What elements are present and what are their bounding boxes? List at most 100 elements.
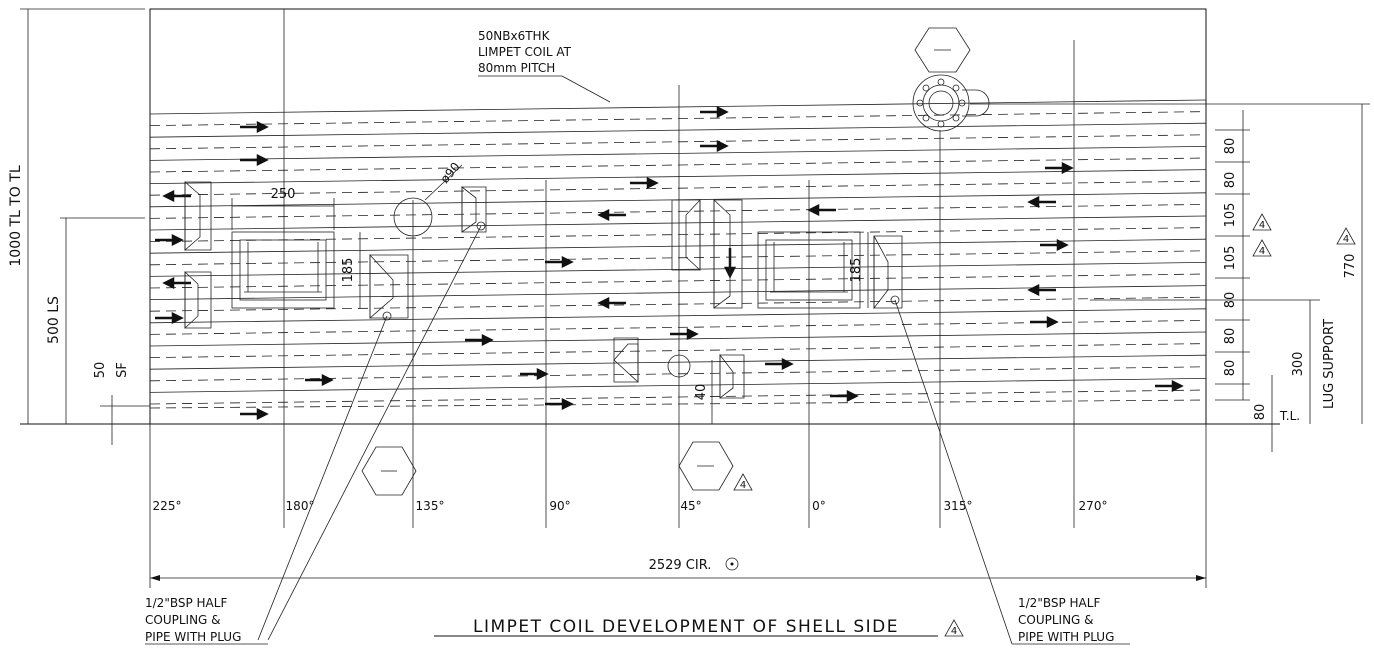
flow-arrow — [155, 311, 184, 325]
pitch-2: 80 — [1223, 172, 1238, 189]
coupling-note-right-3: PIPE WITH PLUG — [1018, 630, 1114, 644]
coil-line — [149, 273, 1207, 289]
coil-line — [149, 157, 1207, 173]
coil-end-pads — [184, 181, 903, 399]
hexagon-marks — [361, 27, 971, 496]
flow-arrow — [162, 276, 191, 290]
hole-dia-label: ø90 — [438, 160, 463, 186]
flow-arrow — [597, 296, 626, 310]
flow-arrow — [700, 139, 729, 153]
rev-mark-3: 4 — [1259, 246, 1265, 257]
flow-arrow — [1027, 195, 1056, 209]
revision-markers — [733, 213, 1356, 637]
flow-arrow — [1027, 283, 1056, 297]
nozzle-flange — [912, 74, 990, 132]
coil-line — [149, 296, 1207, 312]
coil-line — [149, 331, 1207, 347]
flow-arrow — [465, 333, 494, 347]
coil-line — [149, 146, 1207, 161]
coil-line — [149, 250, 1207, 266]
flow-arrow — [162, 189, 191, 203]
pitch-dimension-stack — [1215, 110, 1250, 401]
pitch-6: 80 — [1223, 328, 1238, 345]
coil-bottom-line — [149, 399, 1207, 409]
flow-arrow — [305, 373, 334, 387]
coil-line — [149, 227, 1207, 242]
angle-180: 180° — [286, 499, 315, 513]
flow-arrow — [1155, 379, 1184, 393]
circumference-dim: 2529 CIR. — [649, 558, 712, 573]
flow-arrow — [520, 367, 549, 381]
flow-arrow — [700, 105, 729, 119]
pad-width-dim: 250 — [271, 187, 296, 202]
flow-arrow — [545, 397, 574, 411]
flow-arrow — [597, 208, 626, 222]
coil-line — [149, 308, 1207, 324]
flow-arrow — [240, 153, 269, 167]
coil-line — [149, 285, 1207, 300]
pitch-8: 80 — [1253, 404, 1268, 421]
flow-arrow — [807, 203, 836, 217]
coil-line — [149, 215, 1207, 231]
rev-mark-title: 4 — [951, 626, 957, 637]
lug-support-label: LUG SUPPORT — [1322, 319, 1337, 409]
flow-arrow — [155, 233, 184, 247]
angle-0: 0° — [812, 499, 826, 513]
coil-note-line-1: 50NBx6THK — [478, 29, 551, 43]
angle-reference-lines — [283, 9, 1075, 528]
nozzle-gap-dim: 40 — [694, 384, 709, 401]
coil-line — [149, 204, 1207, 219]
coil-line — [149, 169, 1207, 184]
coupling-note-left-1: 1/2"BSP HALF — [145, 596, 227, 610]
pitch-4: 105 — [1223, 246, 1238, 271]
coil-line — [149, 354, 1207, 370]
flow-arrow — [670, 327, 699, 341]
coil-line — [149, 389, 1207, 405]
flow-arrow — [1045, 161, 1074, 175]
angle-315: 315° — [944, 499, 973, 513]
flow-arrow — [630, 176, 659, 190]
coil-line — [149, 134, 1207, 150]
tl-label: T.L. — [1279, 409, 1300, 423]
pitch-1: 80 — [1223, 138, 1238, 155]
coupling-note-right-2: COUPLING & — [1018, 613, 1094, 627]
coil-line — [149, 111, 1207, 126]
coil-height-dim: 770 — [1343, 254, 1358, 279]
flow-arrow — [830, 389, 859, 403]
sf-dim-label: SF — [115, 362, 130, 378]
pad-height-dim-left: 185 — [341, 258, 356, 283]
hole-dia-90 — [393, 197, 433, 237]
rev-mark-1: 4 — [740, 480, 746, 491]
drawing-title: LIMPET COIL DEVELOPMENT OF SHELL SIDE — [473, 617, 899, 637]
angle-90: 90° — [549, 499, 570, 513]
small-hole — [667, 354, 691, 378]
lug-support-bracket-right — [757, 231, 861, 309]
coil-note-line-2: LIMPET COIL AT — [478, 45, 572, 59]
coupling-note-right-1: 1/2"BSP HALF — [1018, 596, 1100, 610]
angle-270: 270° — [1079, 499, 1108, 513]
flow-arrow — [545, 255, 574, 269]
coil-line — [149, 378, 1207, 393]
coupling-left-b — [476, 221, 486, 231]
limpet-coil-lines — [149, 99, 1207, 409]
lug-support-bracket-left — [231, 231, 335, 309]
sf-dim-value: 50 — [93, 362, 108, 379]
coil-line — [149, 343, 1207, 358]
flow-arrow — [240, 120, 269, 134]
flow-arrow — [765, 357, 794, 371]
coupling-note-left-3: PIPE WITH PLUG — [145, 630, 241, 644]
coil-line — [149, 262, 1207, 277]
flow-arrows — [155, 105, 1184, 421]
coil-line — [149, 122, 1207, 138]
shell-development-frame — [149, 8, 1207, 425]
coupling-note-left-2: COUPLING & — [145, 613, 221, 627]
rev-mark-2: 4 — [1259, 220, 1265, 231]
coil-line — [149, 180, 1207, 196]
flow-arrow — [240, 407, 269, 421]
flow-arrow — [1040, 238, 1069, 252]
angle-135: 135° — [416, 499, 445, 513]
overall-height-dim: 1000 TL TO TL — [8, 165, 24, 266]
coupling-left-a — [382, 311, 392, 321]
flow-arrow — [1030, 315, 1059, 329]
